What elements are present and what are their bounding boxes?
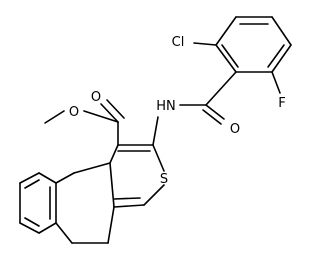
benzo-ring	[19, 172, 57, 234]
amide-oxygen-label: O	[230, 122, 240, 137]
bond	[113, 204, 145, 208]
bond	[152, 116, 159, 146]
ester-ether-oxygen-label: O	[69, 105, 79, 120]
chemical-structure-canvas: Cl F O O HN O S	[19, 16, 292, 244]
bond	[19, 222, 40, 234]
amide-group	[152, 71, 237, 146]
bond	[109, 144, 119, 164]
sulfur-atom-label: S	[160, 172, 168, 187]
bond	[193, 42, 217, 46]
bond	[100, 103, 119, 123]
chlorine-atom-label: Cl	[172, 35, 185, 50]
bond	[113, 197, 141, 200]
bond	[221, 44, 239, 68]
bond	[24, 179, 40, 189]
bond	[271, 16, 292, 46]
bond	[109, 162, 115, 208]
bond	[205, 104, 225, 120]
thiophene-ring	[109, 144, 165, 208]
fluorine-atom-label: F	[278, 96, 285, 111]
bond	[19, 172, 40, 184]
bond	[38, 222, 57, 234]
bond	[55, 172, 75, 184]
bond	[24, 217, 40, 227]
bond	[44, 110, 65, 124]
aryl-ring	[193, 16, 292, 94]
bond	[215, 16, 237, 46]
bond	[83, 110, 119, 123]
bond	[38, 172, 57, 184]
amide-nitrogen-label: HN	[156, 99, 176, 114]
bond	[267, 44, 285, 68]
bond	[55, 222, 73, 244]
bond	[271, 71, 281, 94]
ester-carbonyl-oxygen-label: O	[91, 90, 101, 105]
bond	[271, 44, 292, 73]
bond	[152, 144, 165, 172]
bond	[107, 206, 115, 244]
bond	[215, 44, 237, 73]
bond	[73, 162, 111, 174]
molecule-diagram: Cl F O O HN O S	[19, 16, 292, 244]
methyl-ester-group	[44, 99, 125, 146]
bond	[106, 99, 125, 119]
bond	[202, 109, 222, 125]
bond	[143, 184, 165, 206]
dihydro-ring	[55, 162, 115, 244]
bond	[205, 71, 237, 106]
